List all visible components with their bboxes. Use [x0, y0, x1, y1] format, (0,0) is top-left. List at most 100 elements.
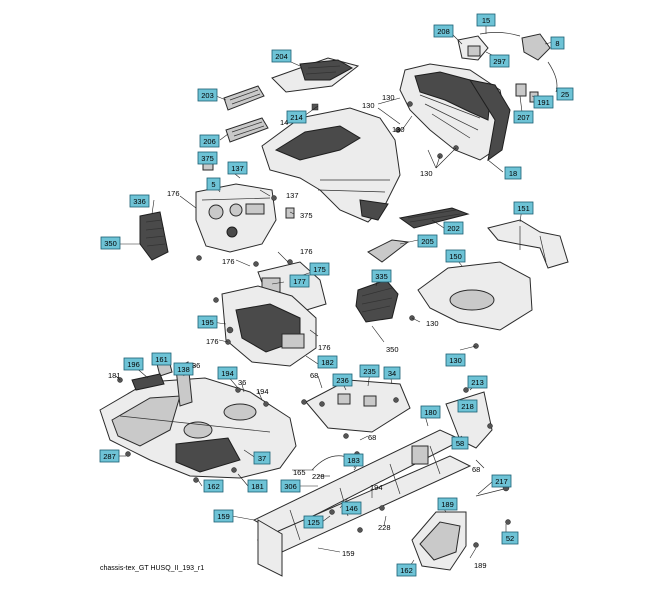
svg-text:138: 138 [177, 365, 190, 374]
callout-58: 58 [451, 436, 469, 450]
console-top-panel [271, 57, 360, 93]
callout-205: 205 [417, 234, 438, 248]
hood-assembly [399, 63, 511, 162]
callout-175: 175 [309, 262, 330, 276]
callout-236: 236 [332, 373, 353, 387]
svg-text:130: 130 [449, 356, 462, 365]
callout-217: 217 [491, 474, 512, 488]
callout-207: 207 [513, 110, 534, 124]
label-228a: 228 [312, 472, 325, 481]
callout-195: 195 [197, 315, 218, 329]
callout-150: 150 [445, 249, 466, 263]
svg-text:177: 177 [293, 277, 306, 286]
callout-196: 196 [123, 357, 144, 371]
side-vent-335 [355, 279, 399, 323]
label-14: 14 [280, 118, 288, 127]
callout-204: 204 [271, 49, 292, 63]
svg-text:15: 15 [482, 16, 490, 25]
svg-text:218: 218 [461, 402, 474, 411]
grille-panel-203 [223, 85, 265, 111]
callout-214: 214 [286, 110, 307, 124]
svg-text:162: 162 [207, 482, 220, 491]
svg-text:151: 151 [517, 204, 530, 213]
svg-text:213: 213 [471, 378, 484, 387]
svg-text:146: 146 [345, 504, 358, 513]
label-228b: 228 [378, 523, 391, 532]
callout-8: 8 [550, 36, 565, 50]
callout-180: 180 [420, 405, 441, 419]
label-36b: 36 [238, 378, 246, 387]
label-176a: 176 [167, 189, 180, 198]
callout-183: 183 [343, 453, 364, 467]
hood-body [261, 103, 401, 223]
svg-text:287: 287 [103, 452, 116, 461]
battery-tray [411, 511, 467, 571]
svg-text:207: 207 [517, 113, 530, 122]
svg-text:214: 214 [290, 113, 303, 122]
callout-235: 235 [359, 364, 380, 378]
callout-137a: 137 [227, 161, 248, 175]
label-176d: 176 [206, 337, 219, 346]
pad-196 [131, 373, 165, 391]
light-cable [479, 32, 558, 93]
fender-assembly [99, 377, 297, 479]
label-176c: 176 [300, 247, 313, 256]
callout-177: 177 [289, 274, 310, 288]
label-176b: 176 [222, 257, 235, 266]
label-36a: 36 [192, 361, 200, 370]
callout-182: 182 [317, 355, 338, 369]
svg-text:52: 52 [506, 534, 514, 543]
label-194b: 194 [256, 387, 269, 396]
callout-181b: 181 [247, 479, 268, 493]
label-350b: 350 [386, 345, 399, 354]
svg-text:350: 350 [104, 239, 117, 248]
label-130b: 130 [392, 125, 405, 134]
lower-console [221, 285, 317, 367]
label-130c: 130 [382, 93, 395, 102]
callout-161: 161 [151, 352, 172, 366]
svg-text:182: 182 [321, 358, 334, 367]
label-137b: 137 [286, 191, 299, 200]
seat-plate [305, 379, 411, 433]
svg-text:336: 336 [133, 197, 146, 206]
callout-191: 191 [533, 95, 554, 109]
svg-text:191: 191 [537, 98, 550, 107]
svg-text:375: 375 [201, 154, 214, 163]
callout-335: 335 [371, 269, 392, 283]
callout-151: 151 [513, 201, 534, 215]
frame-bracket-213 [445, 391, 493, 449]
svg-text:205: 205 [421, 237, 434, 246]
callout-34: 34 [383, 366, 401, 380]
callout-218: 218 [457, 399, 478, 413]
label-68c: 68 [472, 465, 480, 474]
svg-text:189: 189 [441, 500, 454, 509]
svg-text:137: 137 [231, 164, 244, 173]
svg-text:194: 194 [221, 369, 234, 378]
svg-text:183: 183 [347, 456, 360, 465]
callout-52: 52 [501, 531, 519, 545]
callout-350a: 350 [100, 236, 121, 250]
label-68b: 68 [368, 433, 376, 442]
callout-202: 202 [443, 221, 464, 235]
svg-text:58: 58 [456, 439, 464, 448]
callout-189a: 189 [437, 497, 458, 511]
side-vent-336 [139, 211, 169, 261]
svg-text:161: 161 [155, 355, 168, 364]
svg-text:204: 204 [275, 52, 288, 61]
svg-text:5: 5 [211, 180, 215, 189]
callout-159a: 159 [213, 509, 234, 523]
label-189b: 189 [474, 561, 487, 570]
svg-text:297: 297 [493, 57, 506, 66]
label-130e: 130 [426, 319, 439, 328]
label-130d: 130 [420, 169, 433, 178]
label-194c: 194 [370, 483, 383, 492]
dashboard-console [195, 183, 277, 253]
svg-text:195: 195 [201, 318, 214, 327]
svg-text:202: 202 [447, 224, 460, 233]
svg-text:180: 180 [424, 408, 437, 417]
svg-text:18: 18 [509, 169, 517, 178]
svg-text:335: 335 [375, 272, 388, 281]
callout-15: 15 [476, 13, 496, 27]
callout-287: 287 [99, 449, 120, 463]
